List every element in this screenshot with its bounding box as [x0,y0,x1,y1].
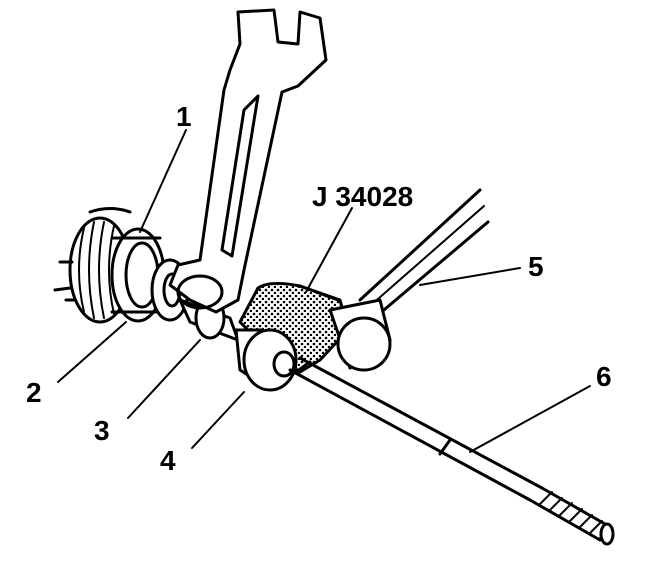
open-end-wrench [168,8,328,314]
callout-4: 4 [160,445,176,476]
tool-number-label: J 34028 [312,181,413,212]
callout-3: 3 [94,415,110,446]
tool-handle [358,188,490,317]
threaded-rod [288,356,615,546]
callout-5: 5 [528,251,544,282]
leader-lines [57,129,591,453]
callout-2: 2 [26,377,42,408]
callout-1: 1 [176,101,192,132]
adapter-collar [234,328,298,392]
tool-end-cylinder [328,298,392,372]
callout-6: 6 [596,361,612,392]
